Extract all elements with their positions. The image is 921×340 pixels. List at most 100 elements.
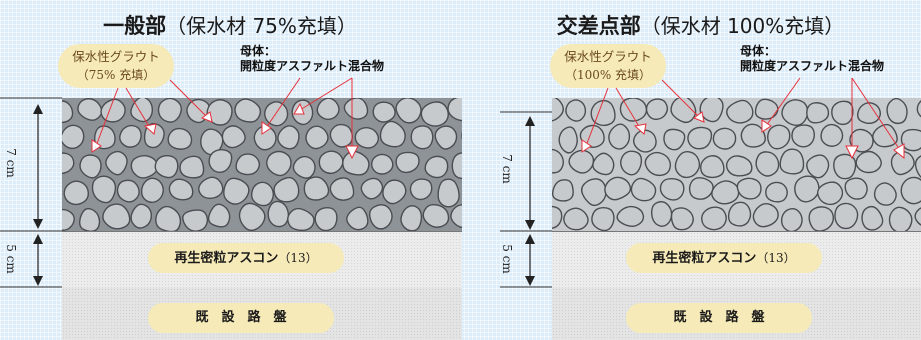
aggregate-stone <box>855 150 882 174</box>
aggregate-stone <box>632 129 657 153</box>
base-layer-label: 既 設 路 盤 <box>148 303 334 333</box>
aggregate-stone <box>699 98 724 123</box>
aggregate-stone <box>806 154 830 179</box>
arrowhead-grout-3 <box>200 111 213 123</box>
aggregate-stone <box>765 181 788 203</box>
dim-arrow-7-up <box>525 116 535 126</box>
arrowhead-grout-1 <box>91 139 102 153</box>
aggregate-stone <box>206 99 233 126</box>
aggregate-stone <box>318 150 344 175</box>
arrowhead-grout-2 <box>633 123 647 135</box>
aggregate-stone <box>79 154 102 179</box>
aggregate-stone <box>727 201 752 227</box>
aggregate-stone <box>914 207 921 226</box>
arrow-grout-1 <box>95 87 119 147</box>
recycled-label: 再生密粒アスコン <box>174 251 279 266</box>
aggregate-stone <box>62 124 85 150</box>
mother-desc: 開粒度アスファルト混合物 <box>740 59 885 73</box>
aggregate-stone <box>565 99 587 122</box>
aggregate-stone <box>451 152 462 180</box>
aggregate-stone <box>890 150 915 176</box>
arrowhead-mother-1 <box>761 119 772 133</box>
arrow-mother-1 <box>265 77 301 129</box>
aggregate-stone <box>346 206 369 231</box>
aggregate-stone <box>888 206 913 231</box>
arrow-mother-1 <box>765 77 801 127</box>
aggregate-stone <box>900 176 921 205</box>
arrowhead-mother-3 <box>893 143 905 160</box>
aggregate-stone <box>552 148 564 174</box>
arrowhead-mother-3 <box>293 102 305 115</box>
aggregate-stone <box>580 178 607 207</box>
aggregate-stone <box>687 126 713 150</box>
arrow-grout-3 <box>169 79 209 119</box>
aggregate-stone <box>207 203 231 228</box>
aggregate-stone <box>221 125 246 149</box>
title-sub: （保水材 75%充填） <box>166 14 357 38</box>
aggregate-stone <box>755 151 780 177</box>
mother-desc: 開粒度アスファルト混合物 <box>240 59 385 73</box>
aggregate-stone <box>277 125 300 150</box>
aggregate-stone <box>140 177 164 204</box>
aggregate-stone <box>78 207 101 231</box>
arrowhead-grout-1 <box>581 139 592 153</box>
aggregate-stone <box>604 176 632 201</box>
aggregate-stone <box>329 177 355 201</box>
aggregate-stone <box>590 99 616 127</box>
aggregate-stone <box>670 98 697 124</box>
aggregate-stone <box>886 98 908 125</box>
aggregate-stone <box>820 123 844 148</box>
aggregate-stone <box>568 149 595 174</box>
base-layer-label: 既 設 路 盤 <box>626 303 812 333</box>
aggregate-stone <box>816 181 844 206</box>
aggregate-stone <box>781 99 809 127</box>
dimension-lines <box>500 111 552 288</box>
aggregate-stone <box>872 123 898 148</box>
aggregate-stone <box>119 124 142 148</box>
arrowhead-mother-2 <box>345 145 359 160</box>
aggregate-stone <box>834 202 859 230</box>
recycled-num: （13） <box>756 251 796 265</box>
aggregate-stone <box>552 205 563 229</box>
aggregate-stone <box>861 205 884 231</box>
aggregate-stone <box>105 150 128 176</box>
aggregate-stone <box>725 155 753 177</box>
base-label: 既 設 路 盤 <box>673 310 765 325</box>
aggregate-stone <box>630 177 657 202</box>
dim-arrow-7-up <box>33 104 43 114</box>
aggregate-stone <box>670 207 694 231</box>
aggregate-stone <box>395 151 420 174</box>
mother-label-block: 母体： 開粒度アスファルト混合物 <box>740 44 884 74</box>
aggregate-stone <box>410 125 434 150</box>
aggregate-stone <box>182 209 209 231</box>
aggregate-stone <box>198 176 224 200</box>
title-main: 交差点部 <box>556 14 641 38</box>
aggregate-stone <box>250 181 275 207</box>
mother-label: 母体： <box>740 44 777 58</box>
recycled-label: 再生密粒アスコン <box>652 251 757 266</box>
dim-arrow-7-down <box>33 219 43 229</box>
aggregate-stone <box>856 102 881 125</box>
aggregate-stone <box>779 148 805 175</box>
dim-arrow-7-down <box>525 220 535 230</box>
aggregate-stones <box>552 98 921 231</box>
aggregate-stone <box>424 155 449 179</box>
aggregate-stone <box>752 202 779 228</box>
aggregate-stone <box>579 124 605 148</box>
aggregate-stone <box>77 98 103 121</box>
aggregate-stone <box>154 154 179 179</box>
aggregate-stone <box>591 206 615 231</box>
arrow-grout-3 <box>661 79 701 119</box>
cross-section-intersection: 交差点部（保水材 100%充填） 保水性グラウト （100% 充填） 母体： 開… <box>480 0 921 340</box>
aggregate-stone <box>273 176 300 203</box>
aggregate-stone <box>645 98 669 121</box>
section-title: 交差点部（保水材 100%充填） <box>480 10 921 40</box>
aggregate-stone <box>806 102 830 124</box>
aggregate-stone <box>592 152 615 176</box>
callout-arrows <box>91 77 359 160</box>
grout-sub-label: （100% 充填） <box>564 68 652 82</box>
aggregate-stone <box>873 182 897 206</box>
aggregate-stone <box>305 125 329 150</box>
aggregate-stone <box>900 128 921 152</box>
arrow-grout-1 <box>585 87 609 147</box>
